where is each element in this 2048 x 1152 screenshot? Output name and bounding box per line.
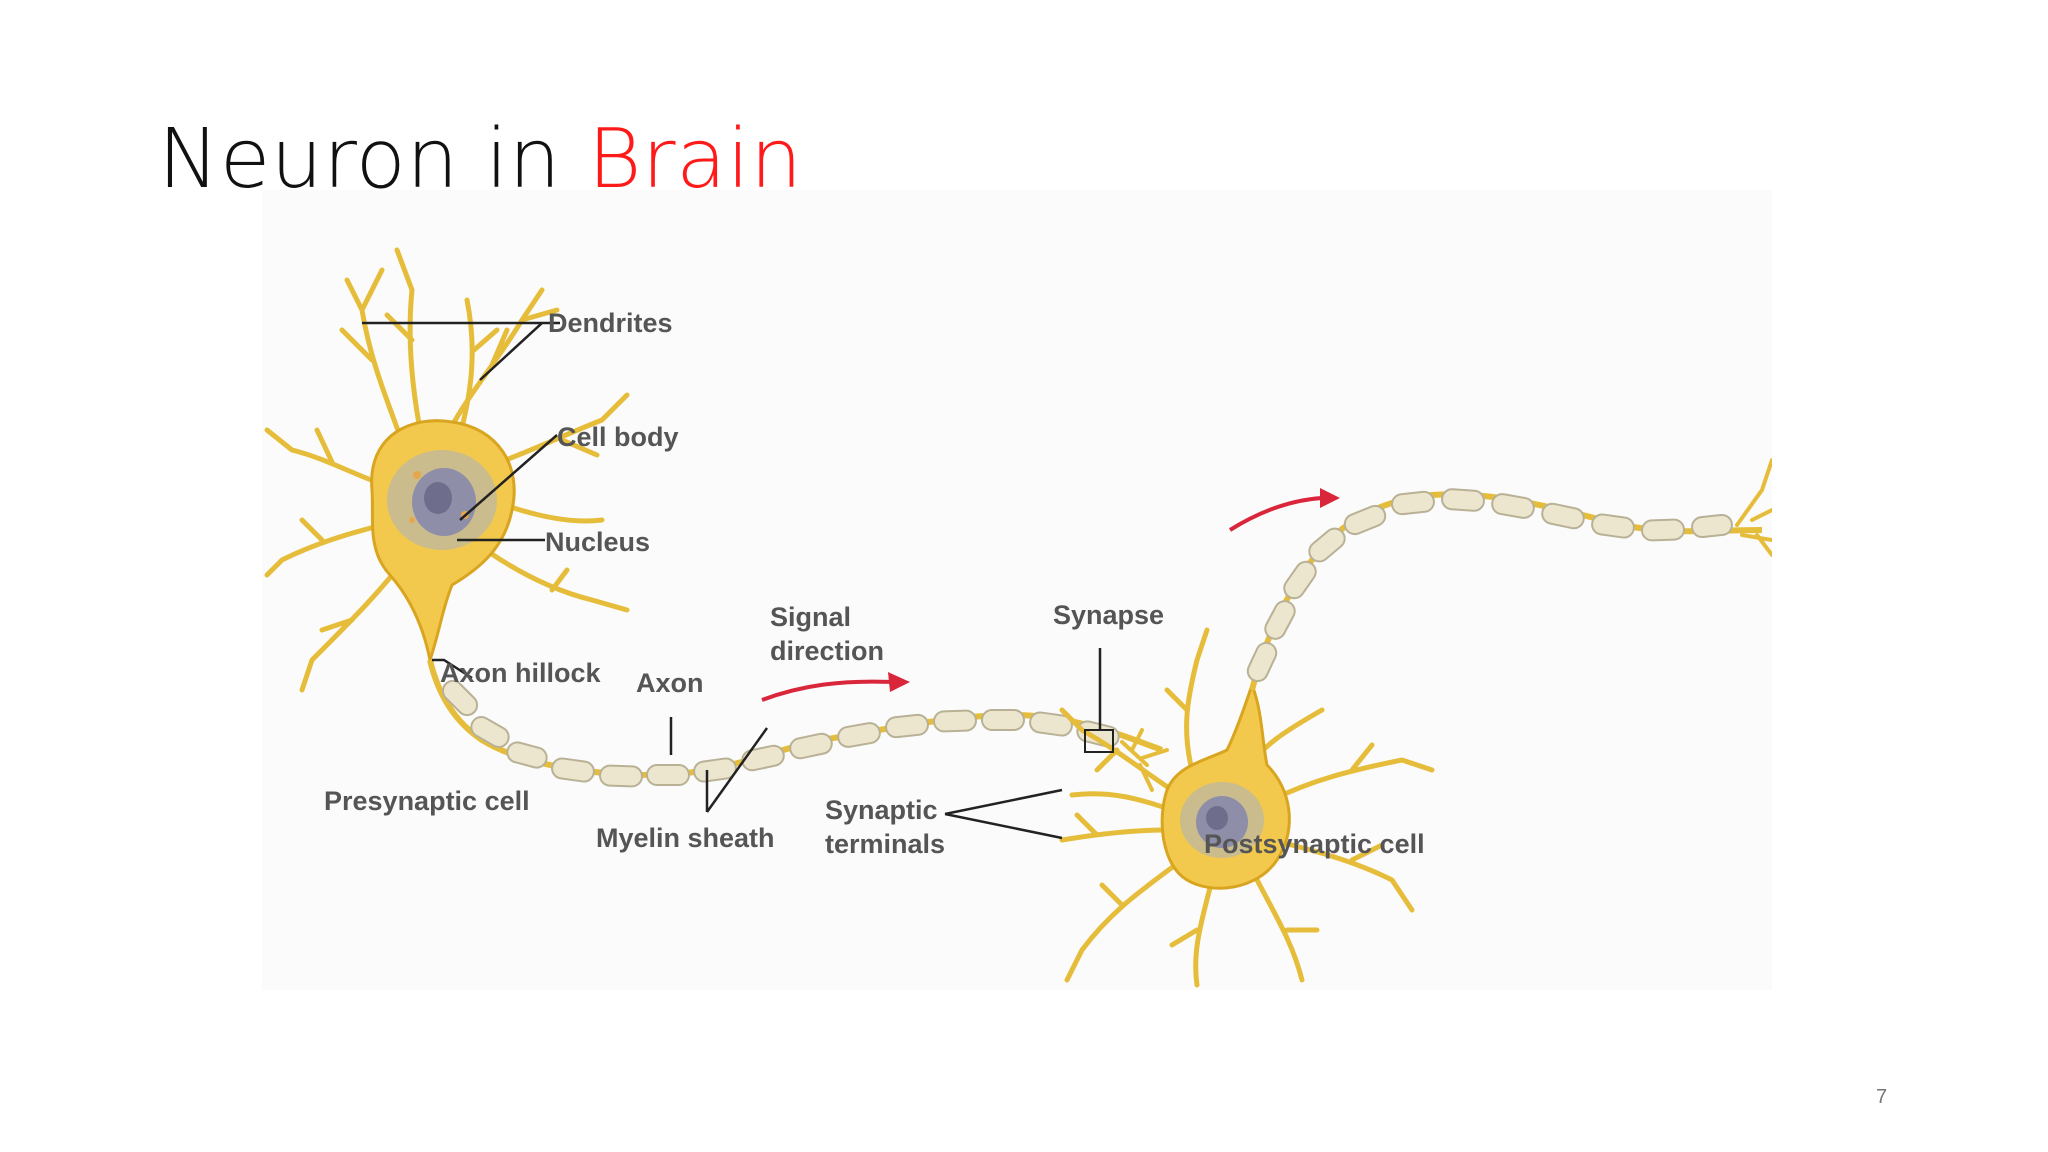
neuron-diagram-svg: Dendrites Cell body Nucleus Axon hillock… (264, 247, 1772, 988)
page-number: 7 (1876, 1086, 1888, 1108)
signal-arrow-2-head (1320, 488, 1340, 508)
presynaptic-dendrites (264, 247, 630, 693)
synaptic-terminal-branches (1120, 728, 1169, 792)
postsynaptic-axon-terminal (1735, 458, 1772, 557)
label-synapse: Synapse (1053, 600, 1164, 630)
slide-title: Neuron in Brain (158, 112, 803, 207)
leader-dendrites (362, 321, 560, 381)
postsynaptic-cell-body (1160, 680, 1291, 890)
label-signal-direction-line1: Signal (770, 602, 851, 632)
leader-lines (362, 321, 1102, 840)
leader-cell-body (459, 434, 558, 521)
leader-axon-hillock (432, 658, 473, 680)
neuron-diagram: Dendrites Cell body Nucleus Axon hillock… (262, 190, 1772, 990)
postsynaptic-axon (1249, 491, 1763, 691)
label-nucleus: Nucleus (545, 527, 650, 557)
postsynaptic-myelin-sheath (1246, 488, 1733, 683)
label-dendrites: Dendrites (548, 308, 673, 338)
signal-arrow-1 (761, 679, 893, 702)
label-synaptic-terminals-line2: terminals (825, 829, 945, 859)
signal-arrow-1-head (888, 672, 910, 692)
label-postsynaptic-cell: Postsynaptic cell (1204, 829, 1425, 859)
label-signal-direction-line2: direction (770, 636, 884, 666)
presynaptic-myelin-sheath (441, 679, 1120, 788)
label-axon-hillock: Axon hillock (440, 658, 602, 688)
label-synaptic-terminals-line1: Synaptic (825, 795, 938, 825)
label-axon: Axon (636, 668, 704, 698)
signal-direction-arrows (761, 488, 1340, 702)
signal-arrow-2 (1228, 496, 1323, 532)
leader-synaptic-terminals (944, 788, 1063, 840)
leader-myelin-sheath (705, 727, 769, 813)
label-cell-body: Cell body (557, 422, 679, 452)
label-myelin-sheath: Myelin sheath (596, 823, 775, 853)
label-presynaptic-cell: Presynaptic cell (324, 786, 530, 816)
